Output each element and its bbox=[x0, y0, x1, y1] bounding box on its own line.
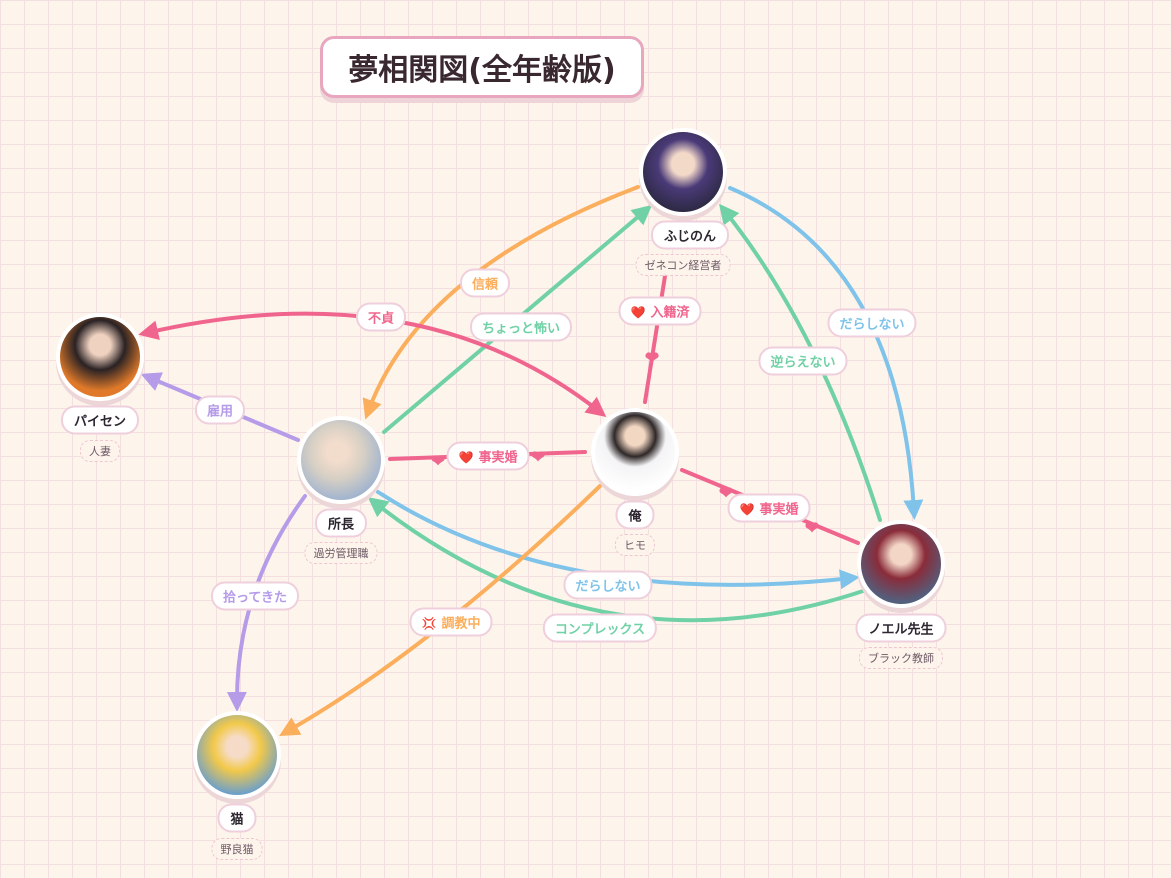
node-role-noel: ブラック教師 bbox=[859, 647, 943, 669]
edge-darashinai1 bbox=[728, 186, 924, 520]
avatar-fujinon[interactable] bbox=[639, 128, 727, 216]
node-name-paisen: パイセン bbox=[60, 405, 140, 435]
edge-label-text: 入籍済 bbox=[650, 305, 690, 321]
heart-icon: ❤ bbox=[530, 447, 545, 468]
edge-label-futei: 不貞 bbox=[355, 302, 407, 332]
edge-label-complex: コンプレックス bbox=[542, 613, 658, 643]
heart-icon: ❤ bbox=[644, 348, 659, 369]
node-role-fujinon: ゼネコン経営者 bbox=[635, 254, 731, 276]
edge-label-choukyou: 💢 調教中 bbox=[409, 607, 493, 637]
edge-label-koyou: 雇用 bbox=[194, 395, 246, 425]
edge-label-hirotte: 拾ってきた bbox=[211, 581, 299, 611]
avatar-ore[interactable] bbox=[591, 408, 679, 496]
heart-icon: ❤️ bbox=[458, 450, 474, 465]
edge-label-nyuseki: ❤️ 入籍済 bbox=[618, 296, 702, 326]
edge-label-text: 調教中 bbox=[441, 616, 481, 632]
edge-label-sakaraenai: 逆らえない bbox=[758, 346, 848, 376]
node-name-shocho: 所長 bbox=[314, 508, 368, 538]
heart-icon: ❤ bbox=[804, 518, 819, 539]
anger-icon: 💢 bbox=[421, 616, 437, 631]
node-role-shocho: 過労管理職 bbox=[304, 542, 378, 564]
edge-label-text: 事実婚 bbox=[478, 450, 518, 466]
avatar-shocho[interactable] bbox=[297, 416, 385, 504]
node-name-ore: 俺 bbox=[615, 500, 655, 530]
edge-label-chotto: ちょっと怖い bbox=[469, 312, 573, 342]
edge-shinrai bbox=[362, 185, 640, 420]
avatar-noel[interactable] bbox=[857, 520, 945, 608]
edge-complex bbox=[367, 497, 868, 623]
node-name-neko: 猫 bbox=[217, 803, 257, 833]
edge-label-shinrai: 信頼 bbox=[459, 268, 511, 298]
node-name-noel: ノエル先生 bbox=[855, 613, 947, 643]
edge-label-text: 事実婚 bbox=[759, 502, 799, 518]
avatar-neko[interactable] bbox=[193, 711, 281, 799]
heart-icon: ❤️ bbox=[630, 305, 646, 320]
node-role-neko: 野良猫 bbox=[211, 838, 263, 860]
node-role-paisen: 人妻 bbox=[80, 440, 120, 462]
node-name-fujinon: ふじのん bbox=[650, 220, 730, 250]
edge-label-darashinai1: だらしない bbox=[827, 308, 917, 338]
diagram-title: 夢相関図(全年齢版) bbox=[320, 36, 644, 98]
edge-nyuseki bbox=[643, 274, 667, 404]
edge-label-jijitsukon2: ❤️ 事実婚 bbox=[727, 493, 811, 523]
heart-icon: ❤️ bbox=[739, 502, 755, 517]
avatar-paisen[interactable] bbox=[56, 313, 144, 401]
heart-icon: ❤ bbox=[430, 451, 445, 472]
edge-label-jijitsukon1: ❤️ 事実婚 bbox=[446, 441, 530, 471]
node-role-ore: ヒモ bbox=[615, 534, 655, 556]
edge-label-darashinai2: だらしない bbox=[563, 570, 653, 600]
